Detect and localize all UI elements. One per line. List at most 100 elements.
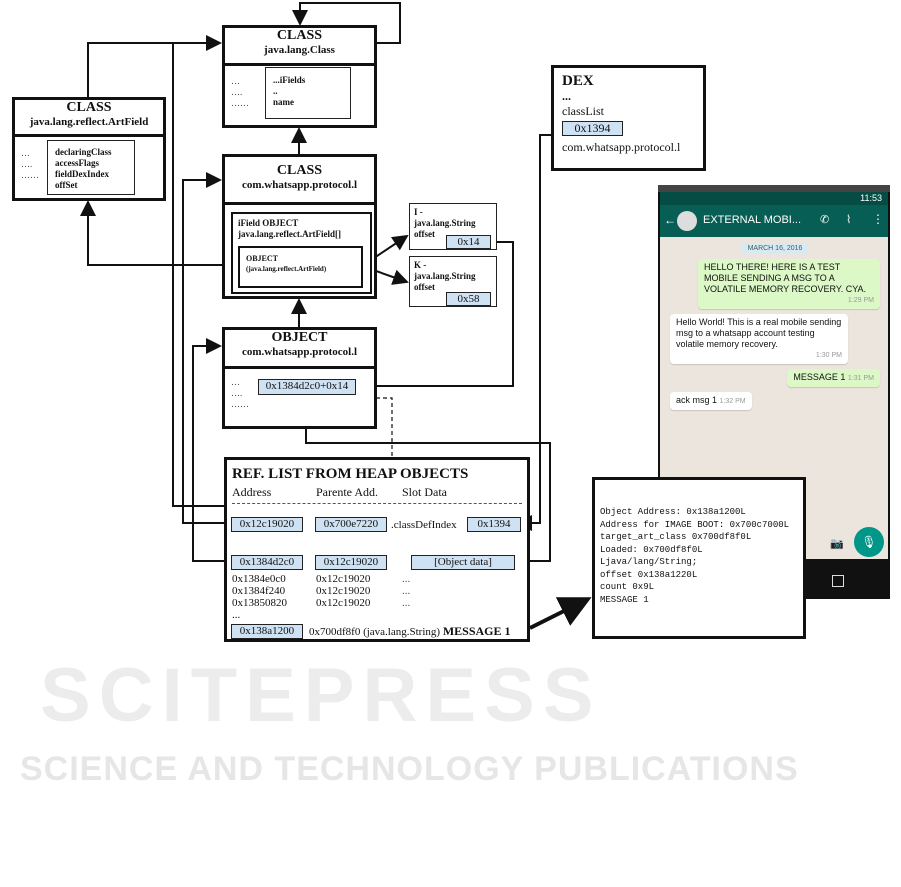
addr1-to-class-arrow xyxy=(182,172,230,524)
parent-cell: 0x700e7220 xyxy=(315,517,387,532)
dump-line: Address for IMAGE BOOT: 0x700c7000L xyxy=(600,519,790,530)
parent-cell: 0x12c19020 xyxy=(315,555,387,570)
class-title: CLASS xyxy=(276,163,323,178)
message-time: 1:30 PM xyxy=(815,352,842,359)
class-title: CLASS xyxy=(276,28,323,43)
date-chip: MARCH 16, 2016 xyxy=(741,243,809,254)
dots: …… xyxy=(21,170,39,180)
dump-line: Object Address: 0x138a1200L xyxy=(600,507,746,517)
artfield-object-arrow xyxy=(80,200,242,266)
contact-name[interactable]: EXTERNAL MOBI... xyxy=(703,214,802,226)
avatar[interactable] xyxy=(677,211,697,231)
dots: … xyxy=(231,377,240,387)
camera-icon[interactable]: 📷 xyxy=(830,538,844,550)
class-list-label: classList xyxy=(562,104,604,118)
message-text: MESSAGE 1 xyxy=(442,624,511,638)
offset-label: offset xyxy=(414,229,435,239)
field-name: I - xyxy=(414,207,423,217)
slot-cell: ... xyxy=(402,573,411,585)
window-titlebar xyxy=(658,185,890,192)
object-address: 0x1384d2c0+0x14 xyxy=(258,379,356,395)
object-type: (java.lang.reflect.ArtField) xyxy=(246,265,327,273)
dots: …. xyxy=(231,87,243,97)
slot-cell: 0x1394 xyxy=(467,517,521,532)
message-bubble: ack msg 1 1:32 PM xyxy=(670,392,752,410)
self-arrow xyxy=(292,2,401,44)
address-cell: 0x13850820 xyxy=(232,597,287,609)
offset-value: 0x14 xyxy=(446,235,491,249)
dex-title: DEX xyxy=(562,73,594,89)
offset-value: 0x58 xyxy=(446,292,491,306)
watermark-title: SCITEPRESS xyxy=(40,653,602,738)
class-name: com.whatsapp.protocol.l xyxy=(562,140,681,154)
dots: …… xyxy=(231,98,249,108)
class-subtitle: java.lang.reflect.ArtField xyxy=(29,116,149,128)
dots: ... xyxy=(562,89,571,103)
class-index: 0x1394 xyxy=(562,121,623,136)
slot-cell: [Object data] xyxy=(411,555,515,570)
address-cell: 0x1384f240 xyxy=(232,585,286,597)
back-arrow-icon[interactable]: ← xyxy=(664,213,676,227)
field: .. xyxy=(273,86,278,96)
watermark-subtitle: SCIENCE AND TECHNOLOGY PUBLICATIONS xyxy=(20,750,799,788)
object-title: OBJECT xyxy=(246,254,279,263)
slot-cell: ... xyxy=(402,585,411,597)
message-time: 1:32 PM xyxy=(719,398,746,405)
fields-list: ...iFields..name xyxy=(265,67,351,119)
artfield-object-box: OBJECT (java.lang.reflect.ArtField) xyxy=(238,246,363,288)
ref-list-title: REF. LIST FROM HEAP OBJECTS xyxy=(232,466,469,482)
field: name xyxy=(273,97,294,107)
ifield-title: iField OBJECT xyxy=(238,218,299,228)
message-bubble: HELLO THERE! HERE IS A TEST MOBILE SENDI… xyxy=(698,259,880,309)
slot-label: .classDefIndex xyxy=(391,519,457,531)
dump-line: target_art_class 0x700df8f0L xyxy=(600,532,752,542)
address-cell: 0x12c19020 xyxy=(231,517,303,532)
dots: … xyxy=(21,148,30,158)
recents-nav-icon[interactable] xyxy=(832,575,844,587)
dex-box: DEX ... classList 0x1394 com.whatsapp.pr… xyxy=(551,65,706,171)
string-slot: 0x700df8f0 (java.lang.String) xyxy=(309,626,441,638)
message-bubble: MESSAGE 1 1:31 PM xyxy=(787,369,880,387)
dots: …… xyxy=(231,399,249,409)
chat-header: ← EXTERNAL MOBI... ✆ ⌇ ⋮ xyxy=(660,205,888,237)
more-menu-icon[interactable]: ⋮ xyxy=(872,212,884,226)
status-bar: 11:53 xyxy=(660,192,888,205)
field-name: K - xyxy=(414,260,427,270)
field-type: java.lang.String xyxy=(414,218,476,228)
paperclip-icon[interactable]: ⌇ xyxy=(846,214,852,226)
dump-line: Ljava/lang/String; xyxy=(600,557,698,567)
message-time: 1:29 PM xyxy=(847,297,874,304)
address-cell: 0x138a1200 xyxy=(231,624,303,639)
offset-label: offset xyxy=(414,282,435,292)
parent-cell: 0x12c19020 xyxy=(316,585,371,597)
dots: …. xyxy=(231,388,243,398)
clock: 11:53 xyxy=(860,193,882,203)
ellipsis: ... xyxy=(232,609,241,621)
message-text: ack msg 1 xyxy=(676,395,718,405)
field-type: java.lang.String xyxy=(414,271,476,281)
slot-cell: ... xyxy=(402,597,411,609)
ifield-type: java.lang.reflect.ArtField[] xyxy=(238,229,342,239)
class-title: CLASS xyxy=(66,100,112,115)
field: declaringClass xyxy=(55,147,112,157)
phone-call-icon[interactable]: ✆ xyxy=(820,214,830,226)
memory-dump-box: Object Address: 0x138a1200L Address for … xyxy=(592,477,806,639)
parent-cell: 0x12c19020 xyxy=(316,597,371,609)
parent-cell: 0x12c19020 xyxy=(316,573,371,585)
dots: …. xyxy=(21,159,33,169)
ref-list-box: REF. LIST FROM HEAP OBJECTS Address Pare… xyxy=(224,457,530,642)
class-subtitle: com.whatsapp.protocol.l xyxy=(242,179,357,191)
column-header: Address xyxy=(232,485,272,499)
address-cell: 0x1384e0c0 xyxy=(232,573,286,585)
class-subtitle: java.lang.Class xyxy=(264,44,335,56)
field: accessFlags xyxy=(55,158,99,168)
dump-line: count 0x9L xyxy=(600,582,655,592)
microphone-button[interactable]: 🎙 xyxy=(854,527,884,557)
